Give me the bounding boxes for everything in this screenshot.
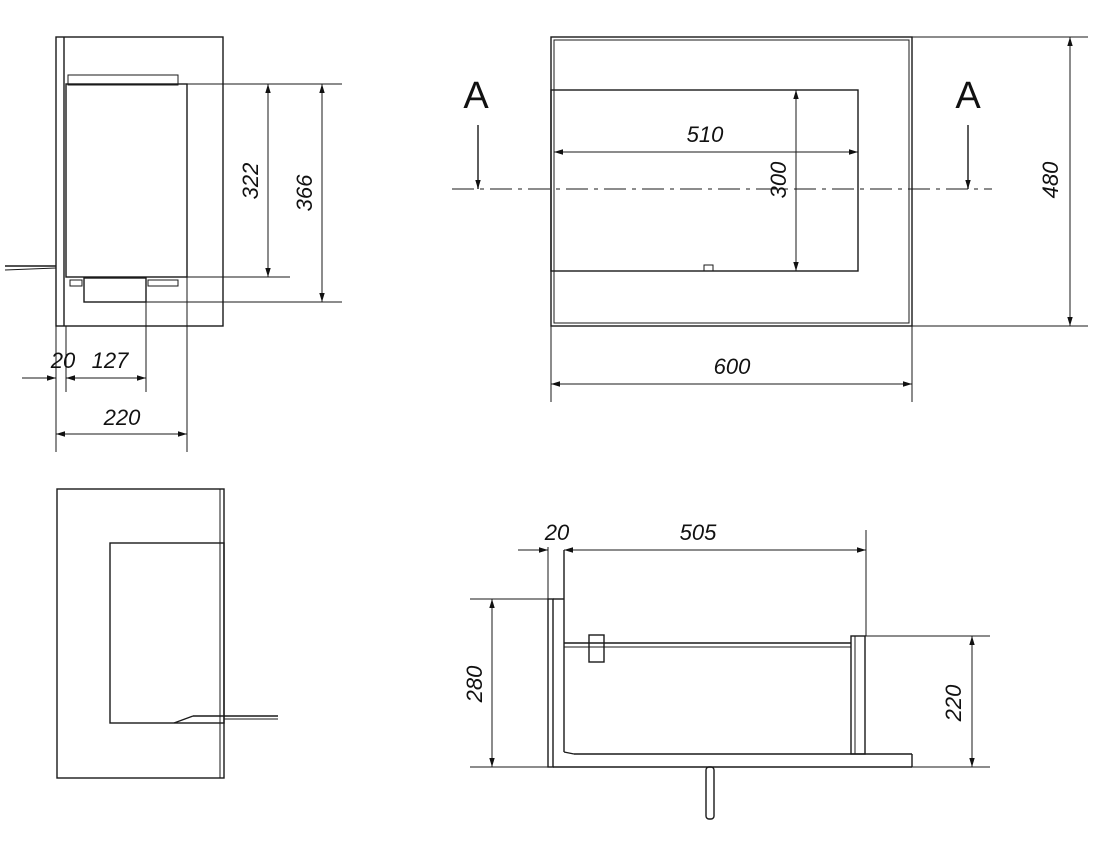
front-view: A A 510 300 480 600 <box>452 36 1088 402</box>
dim-front-480: 480 <box>1038 161 1063 198</box>
dim-section-280: 280 <box>462 665 487 703</box>
dim-side-366: 366 <box>292 174 317 211</box>
dim-section-505: 505 <box>680 520 717 545</box>
dim-front-600: 600 <box>714 354 751 379</box>
section-label-left: A <box>463 75 489 117</box>
dim-side-20: 20 <box>50 348 76 373</box>
section-view: 20 505 280 220 <box>462 520 990 820</box>
dim-front-300: 300 <box>766 161 791 198</box>
dim-section-20: 20 <box>544 520 570 545</box>
dim-side-127: 127 <box>92 348 129 373</box>
side-view: 322 366 20 127 220 <box>4 36 342 452</box>
section-label-right: A <box>955 75 981 117</box>
dim-side-220: 220 <box>103 405 141 430</box>
dim-section-220: 220 <box>941 684 966 722</box>
dim-front-510: 510 <box>687 122 724 147</box>
dim-side-322: 322 <box>238 163 263 200</box>
rear-view <box>56 488 278 779</box>
